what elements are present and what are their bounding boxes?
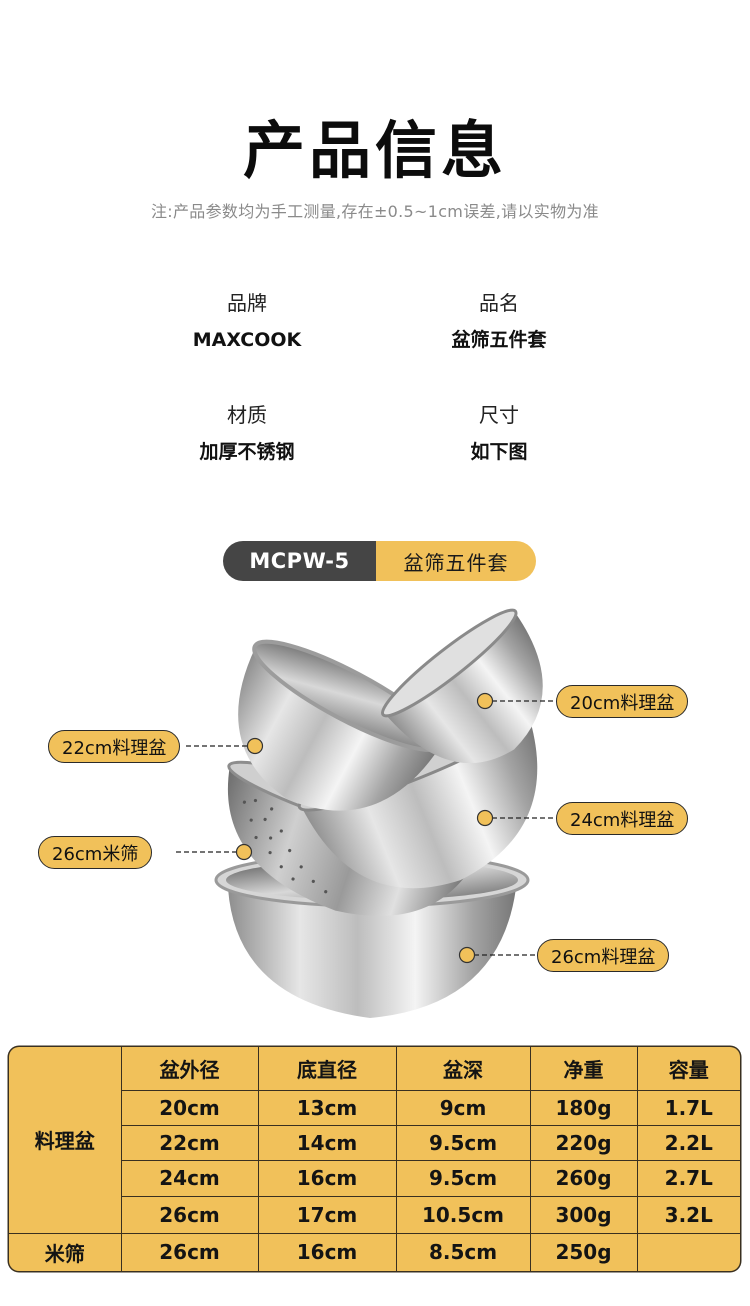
table-header-row: 料理盆 盆外径 底直径 盆深 净重 容量	[9, 1047, 740, 1234]
table-cell: 24cm	[121, 1159, 259, 1197]
model-chip: MCPW-5 盆筛五件套	[223, 541, 536, 581]
info-value: MAXCOOK	[192, 329, 302, 351]
table-cell: 22cm	[121, 1124, 259, 1161]
model-code: MCPW-5	[223, 541, 376, 581]
info-material: 材质 加厚不锈钢	[137, 400, 357, 466]
table-cell: 250g	[529, 1232, 638, 1271]
table-cell: 3.2L	[636, 1195, 740, 1234]
table-cell: 26cm	[120, 1232, 259, 1271]
table-cell: 300g	[529, 1195, 638, 1234]
group-label-colander: 米筛	[9, 1232, 122, 1271]
table-cell: 2.7L	[636, 1159, 740, 1197]
table-row: 20cm 13cm 9cm 180g 1.7L	[9, 1089, 740, 1126]
table-cell: 9cm	[395, 1089, 531, 1126]
table-cell: 2.2L	[636, 1124, 740, 1161]
info-brand: 品牌 MAXCOOK	[137, 288, 357, 354]
info-value: 加厚不锈钢	[199, 441, 295, 463]
column-header: 盆深	[395, 1047, 531, 1091]
info-value: 如下图	[470, 441, 528, 463]
table-cell: 1.7L	[636, 1089, 740, 1126]
group-label-bowl: 料理盆	[9, 1047, 122, 1234]
info-label: 品牌	[227, 291, 267, 315]
table-cell: 16cm	[257, 1159, 397, 1197]
column-header: 净重	[529, 1047, 638, 1091]
info-label: 材质	[227, 403, 267, 427]
table-cell: 26cm	[121, 1195, 259, 1234]
table-cell: 9.5cm	[395, 1159, 531, 1197]
table-cell: 16cm	[257, 1232, 397, 1271]
table-cell: 8.5cm	[395, 1232, 531, 1271]
info-size: 尺寸 如下图	[389, 400, 609, 466]
column-header: 盆外径	[120, 1047, 259, 1091]
callout-26cm-bowl: 26cm料理盆	[537, 939, 670, 972]
info-label: 尺寸	[479, 403, 519, 427]
model-name: 盆筛五件套	[376, 541, 536, 581]
measurement-note: 注:产品参数均为手工测量,存在±0.5~1cm误差,请以实物为准	[151, 202, 599, 221]
info-value: 盆筛五件套	[451, 329, 547, 351]
table-cell	[636, 1232, 740, 1271]
table-cell: 13cm	[257, 1089, 397, 1126]
table-cell: 220g	[529, 1124, 638, 1161]
table-row: 26cm 17cm 10.5cm 300g 3.2L	[9, 1195, 740, 1234]
table-cell: 14cm	[257, 1124, 397, 1161]
column-header: 底直径	[257, 1047, 397, 1091]
info-product-name: 品名 盆筛五件套	[389, 288, 609, 354]
column-header: 容量	[636, 1047, 740, 1091]
callout-26cm-colander: 26cm米筛	[38, 836, 153, 869]
info-label: 品名	[479, 291, 519, 315]
spec-table: 料理盆 盆外径 底直径 盆深 净重 容量 20cm 13cm 9cm 180g …	[9, 1047, 740, 1271]
bowl-stack-image	[176, 608, 556, 1018]
table-cell: 10.5cm	[395, 1195, 531, 1234]
product-illustration	[0, 595, 750, 1035]
table-cell: 20cm	[121, 1089, 259, 1126]
page-title: 产品信息	[242, 114, 507, 187]
callout-24cm-bowl: 24cm料理盆	[556, 802, 689, 835]
table-row: 米筛 26cm 16cm 8.5cm 250g	[9, 1232, 740, 1271]
callout-20cm-bowl: 20cm料理盆	[556, 685, 689, 718]
table-cell: 9.5cm	[395, 1124, 531, 1161]
table-row: 24cm 16cm 9.5cm 260g 2.7L	[9, 1159, 740, 1197]
table-cell: 17cm	[257, 1195, 397, 1234]
table-row: 22cm 14cm 9.5cm 220g 2.2L	[9, 1124, 740, 1161]
callout-22cm-bowl: 22cm料理盆	[48, 730, 181, 763]
table-cell: 180g	[529, 1089, 638, 1126]
table-cell: 260g	[529, 1159, 638, 1197]
